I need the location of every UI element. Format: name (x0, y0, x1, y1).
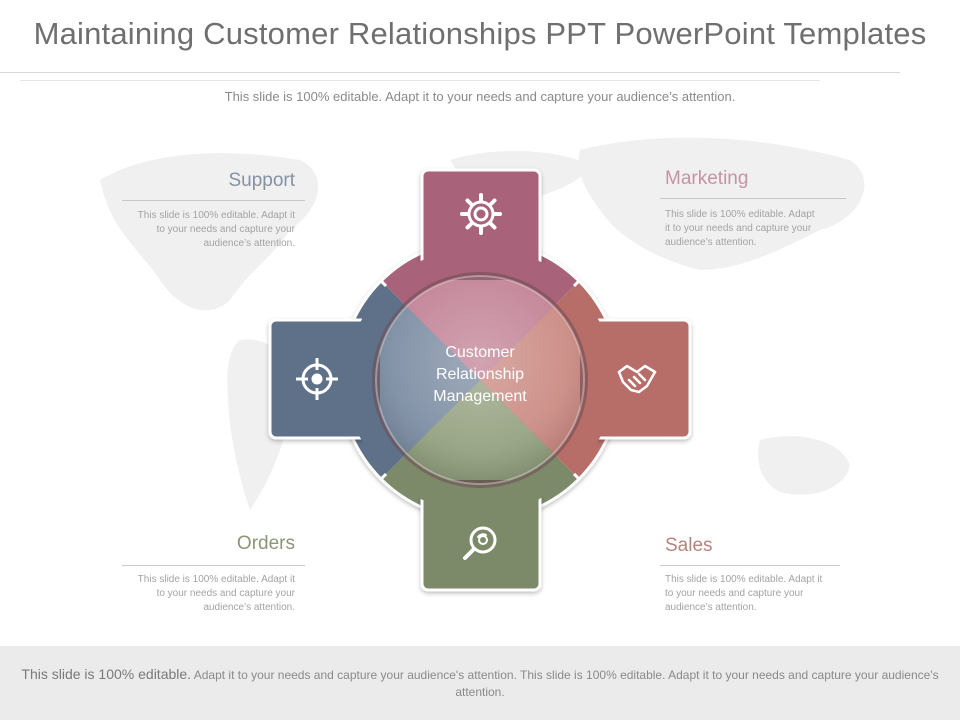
marketing-desc-line-3: audience’s attention. (665, 237, 757, 248)
center-label-line-2: Relationship (435, 366, 525, 383)
footer-body: Adapt it to your needs and capture your … (193, 668, 939, 699)
sales-desc-line-2: to your needs and capture your (665, 588, 804, 599)
target-icon (296, 358, 338, 400)
gear-icon (460, 193, 502, 235)
support-divider (122, 200, 305, 201)
marketing-desc-line-2: it to your needs and capture your (665, 223, 812, 234)
handshake-icon (617, 364, 657, 394)
sales-divider (660, 565, 840, 566)
support-desc-line-1: This slide is 100% editable. Adapt it (137, 210, 295, 221)
orders-desc-line-1: This slide is 100% editable. Adapt it (137, 574, 295, 585)
support-label: Support (228, 170, 295, 191)
orders-label: Orders (236, 533, 295, 554)
magnifier-icon (463, 526, 497, 560)
marketing-description: This slide is 100% editable. Adapt it to… (665, 208, 860, 250)
title-divider (0, 72, 900, 73)
orders-divider (122, 565, 305, 566)
marketing-divider (660, 198, 846, 199)
sales-label: Sales (665, 535, 713, 556)
orders-desc-line-2: to your needs and capture your (156, 588, 295, 599)
footer-bar: This slide is 100% editable. Adapt it to… (0, 646, 960, 720)
sales-desc-line-1: This slide is 100% editable. Adapt it (665, 574, 823, 585)
footer-text: This slide is 100% editable. Adapt it to… (18, 666, 942, 701)
support-desc-line-2: to your needs and capture your (156, 224, 295, 235)
footer-lead: This slide is 100% editable. (21, 666, 192, 682)
support-description: This slide is 100% editable. Adapt it to… (100, 209, 295, 251)
marketing-desc-line-1: This slide is 100% editable. Adapt (665, 209, 815, 220)
sales-desc-line-3: audience’s attention. (665, 602, 757, 613)
title-divider-secondary (20, 80, 820, 81)
sales-description: This slide is 100% editable. Adapt it to… (665, 573, 860, 615)
slide-subtitle: This slide is 100% editable. Adapt it to… (224, 89, 736, 104)
center-disc (375, 275, 585, 485)
center-label-line-1: Customer (445, 344, 515, 361)
slide-title: Maintaining Customer Relationships PPT P… (33, 16, 927, 51)
orders-desc-line-3: audience’s attention. (203, 602, 295, 613)
center-label: Customer Relationship Management (400, 342, 560, 408)
support-desc-line-3: audience’s attention. (203, 238, 295, 249)
orders-description: This slide is 100% editable. Adapt it to… (100, 573, 295, 615)
marketing-label: Marketing (665, 168, 749, 189)
center-label-line-3: Management (433, 388, 527, 405)
